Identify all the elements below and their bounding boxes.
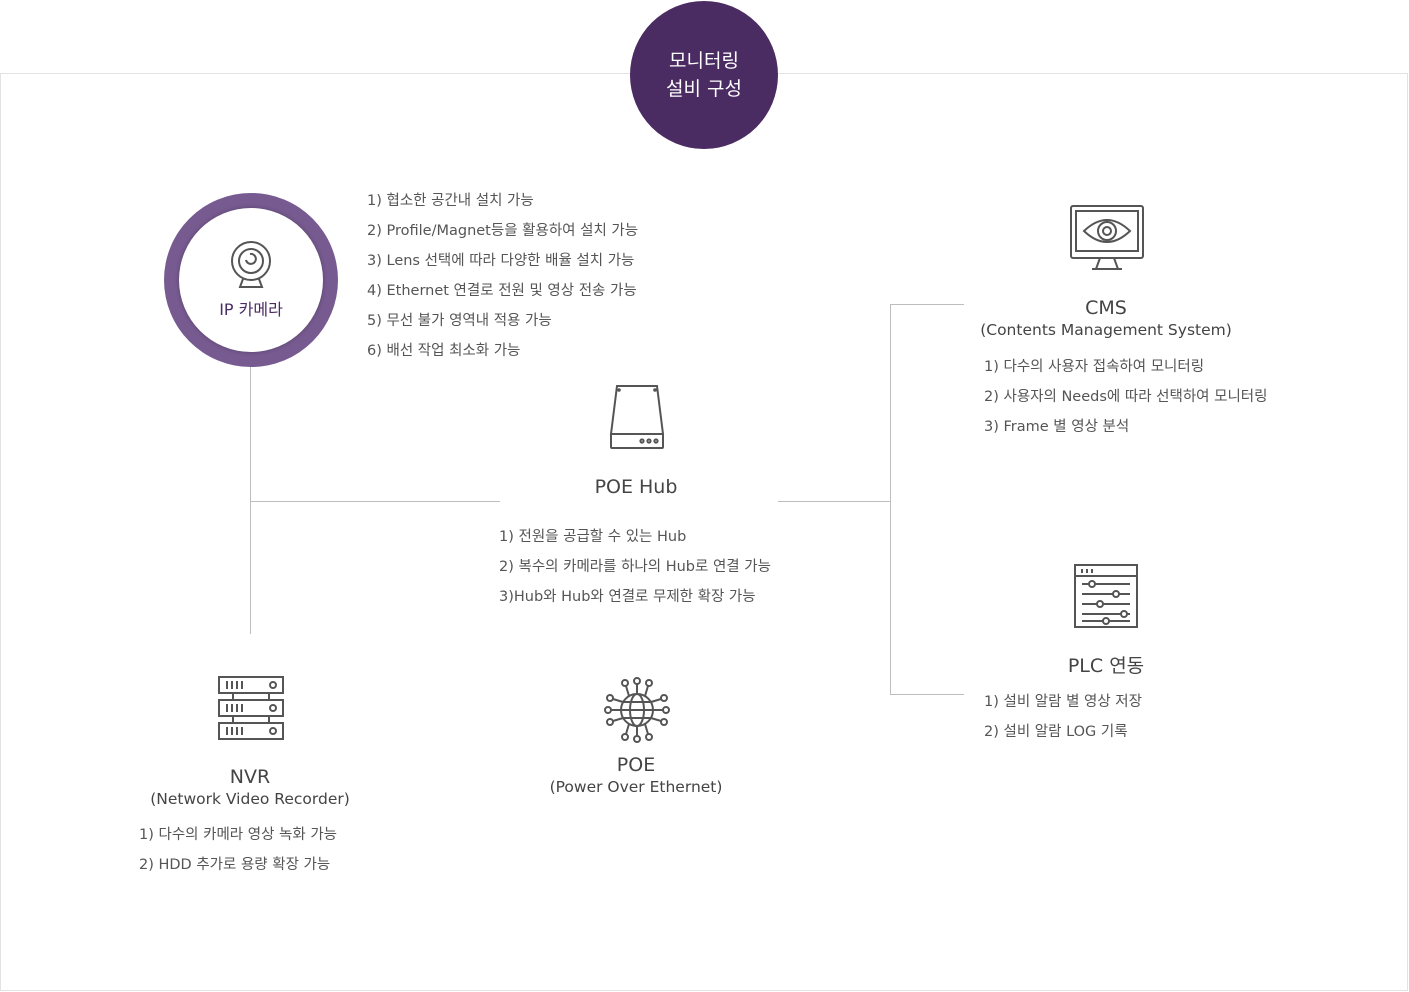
cms-sublabel: (Contents Management System)	[980, 321, 1232, 339]
ip-camera-node: IP 카메라	[164, 193, 338, 367]
nvr-feature-list: 1) 다수의 카메라 영상 녹화 가능 2) HDD 추가로 용량 확장 가능	[139, 820, 337, 880]
connector-cms	[890, 304, 964, 305]
list-item: 3) Lens 선택에 따라 다양한 배율 설치 가능	[367, 253, 635, 269]
list-item: 1) 전원을 공급할 수 있는 Hub	[499, 529, 687, 545]
plc-label: PLC 연동	[1067, 655, 1145, 677]
poe-sublabel: (Power Over Ethernet)	[549, 778, 723, 796]
list-item: 1) 다수의 카메라 영상 녹화 가능	[139, 827, 338, 843]
list-item: 2) 복수의 카메라를 하나의 Hub로 연결 가능	[499, 559, 771, 575]
cms-label: CMS	[1085, 297, 1127, 319]
connector-plc	[890, 694, 964, 695]
cms-feature-list: 1) 다수의 사용자 접속하여 모니터링 2) 사용자의 Needs에 따라 선…	[984, 352, 1267, 442]
plc-feature-list: 1) 설비 알람 별 영상 저장 2) 설비 알람 LOG 기록	[984, 687, 1142, 747]
monitor-eye-icon	[1070, 205, 1144, 271]
title-line1: 모니터링	[669, 50, 739, 72]
network-globe-icon	[602, 675, 672, 745]
nvr-sublabel: (Network Video Recorder)	[150, 790, 350, 808]
ip-camera-feature-list: 1) 협소한 공간내 설치 가능 2) Profile/Magnet등을 활용하…	[367, 186, 638, 366]
title-badge: 모니터링 설비 구성	[630, 1, 778, 149]
poe-hub-label: POE Hub	[594, 476, 678, 498]
list-item: 1) 다수의 사용자 접속하여 모니터링	[984, 359, 1205, 375]
poe-hub-heading: POE Hub	[536, 475, 736, 499]
list-item: 1) 협소한 공간내 설치 가능	[367, 193, 534, 209]
list-item: 2) 설비 알람 LOG 기록	[984, 724, 1128, 740]
list-item: 2) 사용자의 Needs에 따라 선택하여 모니터링	[984, 389, 1268, 405]
list-item: 4) Ethernet 연결로 전원 및 영상 전송 가능	[367, 283, 637, 299]
title-line2: 설비 구성	[666, 78, 742, 100]
control-panel-icon	[1074, 564, 1138, 628]
ip-camera-label: IP 카메라	[219, 300, 283, 319]
server-rack-icon	[217, 675, 285, 743]
poe-hub-feature-list: 1) 전원을 공급할 수 있는 Hub 2) 복수의 카메라를 하나의 Hub로…	[499, 522, 771, 612]
nvr-label: NVR	[229, 766, 271, 788]
list-item: 2) Profile/Magnet등을 활용하여 설치 가능	[367, 223, 639, 239]
connector-right-vertical	[890, 304, 891, 695]
connector-right-horizontal	[778, 501, 891, 502]
hard-drive-icon	[609, 384, 665, 450]
list-item: 6) 배선 작업 최소화 가능	[367, 343, 521, 359]
ip-camera-inner: IP 카메라	[179, 208, 323, 352]
list-item: 2) HDD 추가로 용량 확장 가능	[139, 857, 331, 873]
list-item: 3) Frame 별 영상 분석	[984, 419, 1130, 435]
webcam-icon	[228, 240, 274, 290]
connector-camera-vertical	[250, 367, 251, 634]
connector-left-horizontal	[250, 501, 500, 502]
cms-heading: CMS (Contents Management System)	[956, 296, 1256, 340]
nvr-heading: NVR (Network Video Recorder)	[100, 765, 400, 809]
list-item: 5) 무선 불가 영역내 적용 가능	[367, 313, 552, 329]
list-item: 1) 설비 알람 별 영상 저장	[984, 694, 1142, 710]
list-item: 3)Hub와 Hub와 연결로 무제한 확장 가능	[499, 589, 756, 605]
plc-heading: PLC 연동	[1006, 654, 1206, 678]
poe-heading: POE (Power Over Ethernet)	[486, 753, 786, 797]
poe-label: POE	[616, 754, 656, 776]
